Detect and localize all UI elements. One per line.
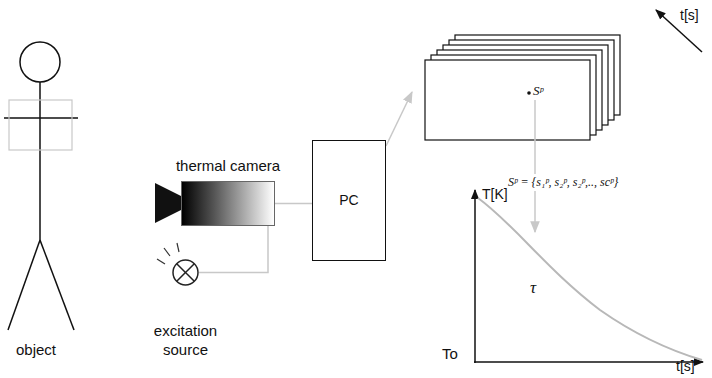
time-label: t[s] bbox=[680, 7, 699, 24]
region-of-interest bbox=[9, 100, 72, 150]
pixel-dot bbox=[527, 91, 531, 95]
excitation-rays bbox=[157, 243, 179, 264]
camera-lens bbox=[155, 183, 181, 223]
x-axis bbox=[474, 361, 703, 363]
node-label: thermal camera bbox=[176, 157, 280, 174]
formula: Sᵖ = {s₁ᵖ, s₂ᵖ, s₂ᵖ,.., scᵖ} bbox=[506, 174, 620, 191]
frame-stack bbox=[425, 35, 620, 140]
time-constant: τ bbox=[530, 279, 536, 296]
pixel-label: Sᵖ bbox=[533, 82, 543, 99]
thermal-frame bbox=[425, 60, 590, 140]
data-arrow bbox=[386, 92, 412, 146]
pc-box: PC bbox=[312, 140, 386, 261]
node-label: excitation source bbox=[140, 321, 232, 359]
axis-label: To bbox=[442, 345, 458, 362]
signal-wire bbox=[199, 226, 268, 273]
thermal-camera: thermal camera bbox=[181, 181, 275, 226]
axis-label: t[s] bbox=[676, 358, 695, 375]
axis-label: T[K] bbox=[482, 186, 508, 203]
object-label: object bbox=[16, 341, 56, 358]
signal-wire bbox=[275, 203, 312, 205]
stick-figure bbox=[4, 42, 78, 330]
lamp-symbol bbox=[172, 259, 199, 286]
y-axis bbox=[474, 190, 476, 363]
pixel-arrow bbox=[534, 100, 536, 232]
cooling-curve bbox=[478, 198, 702, 360]
excitation-source: excitation source bbox=[172, 259, 199, 286]
node-label: PC bbox=[339, 192, 358, 209]
